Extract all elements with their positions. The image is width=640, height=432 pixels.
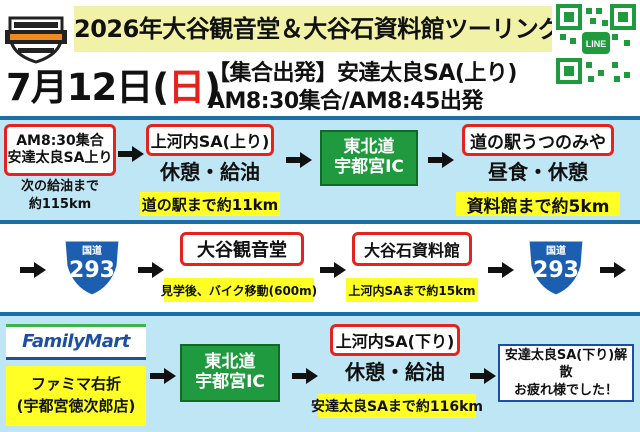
end-place: 安達太良SA(下り)解散 xyxy=(504,347,628,381)
paren-close: ) xyxy=(204,66,221,109)
stop-michinoeki-note: 資料館まで約5km xyxy=(456,192,620,217)
familymart-turn-note: ファミマ右折 (宇都宮徳次郎店) xyxy=(6,366,146,426)
highway-exit: 宇都宮IC xyxy=(195,372,265,392)
familymart-brand: FamilyMart xyxy=(22,331,130,352)
page-title: 2026年大谷観音堂＆大谷石資料館ツーリング xyxy=(74,6,562,52)
arrow-right-icon xyxy=(600,262,626,278)
band-divider-top xyxy=(0,116,640,120)
band-divider-middle-top xyxy=(0,220,640,224)
start-place: 安達太良SA上り xyxy=(7,150,113,166)
highway-name: 東北道 xyxy=(204,352,256,373)
arrow-right-icon xyxy=(470,368,496,384)
stop-michinoeki-box: 道の駅うつのみや xyxy=(462,124,614,156)
event-date: 7月12日(日) xyxy=(6,62,221,114)
route-label: 国道 xyxy=(546,246,566,257)
route-293-sign-icon: 国道 293 xyxy=(60,234,124,298)
highway-utsunomiya-ic: 東北道 宇都宮IC xyxy=(320,130,418,186)
start-note-line2: 約115km xyxy=(28,197,92,212)
start-point-box: AM8:30集合 安達太良SA上り xyxy=(4,124,116,176)
route-293-sign-icon: 国道 293 xyxy=(524,234,588,298)
arrow-right-icon xyxy=(20,262,46,278)
familymart-logo: FamilyMart xyxy=(6,324,146,360)
arrow-right-icon xyxy=(292,368,318,384)
highway-utsunomiya-ic-return: 東北道 宇都宮IC xyxy=(180,344,280,402)
event-day: 7月12日 xyxy=(6,66,153,109)
meeting-place: 【集合出発】安達太良SA(上り) xyxy=(208,61,517,86)
stop-kamikawachi-up-note: 道の駅まで約11km xyxy=(140,192,280,216)
stop-kamikawachi-down-box: 上河内SA(下り) xyxy=(330,324,460,356)
stop-kamikawachi-down-activity: 休憩・給油 xyxy=(345,360,445,384)
stop-kamikawachi-up-box: 上河内SA(上り) xyxy=(146,124,274,156)
start-time: AM8:30集合 xyxy=(16,132,104,149)
stop-oya-kannondo-note: 見学後、バイク移動(600m) xyxy=(161,278,317,302)
highway-name: 東北道 xyxy=(343,137,395,158)
familymart-store: (宇都宮徳次郎店) xyxy=(16,397,136,415)
start-note: 次の給油まで 約115km xyxy=(4,178,116,214)
arrow-right-icon xyxy=(488,262,514,278)
event-weekday: 日 xyxy=(168,66,205,109)
stop-oya-museum-box: 大谷石資料館 xyxy=(352,232,472,266)
qr-label: LINE xyxy=(586,39,607,49)
stop-oya-kannondo-box: 大谷観音堂 xyxy=(180,232,304,266)
band-divider-bottom xyxy=(0,312,640,316)
route-number: 293 xyxy=(69,258,115,283)
route-label: 国道 xyxy=(82,246,102,257)
stop-michinoeki-activity: 昼食・休憩 xyxy=(488,160,588,184)
end-point-box: 安達太良SA(下り)解散 お疲れ様でした！ xyxy=(498,344,634,402)
highway-exit: 宇都宮IC xyxy=(334,157,404,177)
harley-davidson-logo-icon xyxy=(4,14,68,64)
stop-kamikawachi-up-activity: 休憩・給油 xyxy=(160,160,260,184)
stop-oya-museum-note: 上河内SAまで約15km xyxy=(346,278,478,302)
route-number: 293 xyxy=(533,258,579,283)
arrow-right-icon xyxy=(286,152,312,168)
start-note-line1: 次の給油まで xyxy=(20,179,99,194)
arrow-right-icon xyxy=(138,262,164,278)
arrow-right-icon xyxy=(428,152,454,168)
paren-open: ( xyxy=(152,66,169,109)
end-message: お疲れ様でした！ xyxy=(513,382,618,398)
arrow-right-icon xyxy=(150,368,176,384)
arrow-right-icon xyxy=(118,146,144,162)
familymart-turn: ファミマ右折 xyxy=(30,375,121,394)
line-qr-code-icon[interactable]: LINE xyxy=(552,0,640,88)
arrow-right-icon xyxy=(320,262,346,278)
stop-kamikawachi-down-note: 安達太良SAまで約116km xyxy=(311,394,483,418)
meeting-time: AM8:30集合/AM8:45出発 xyxy=(208,89,483,114)
